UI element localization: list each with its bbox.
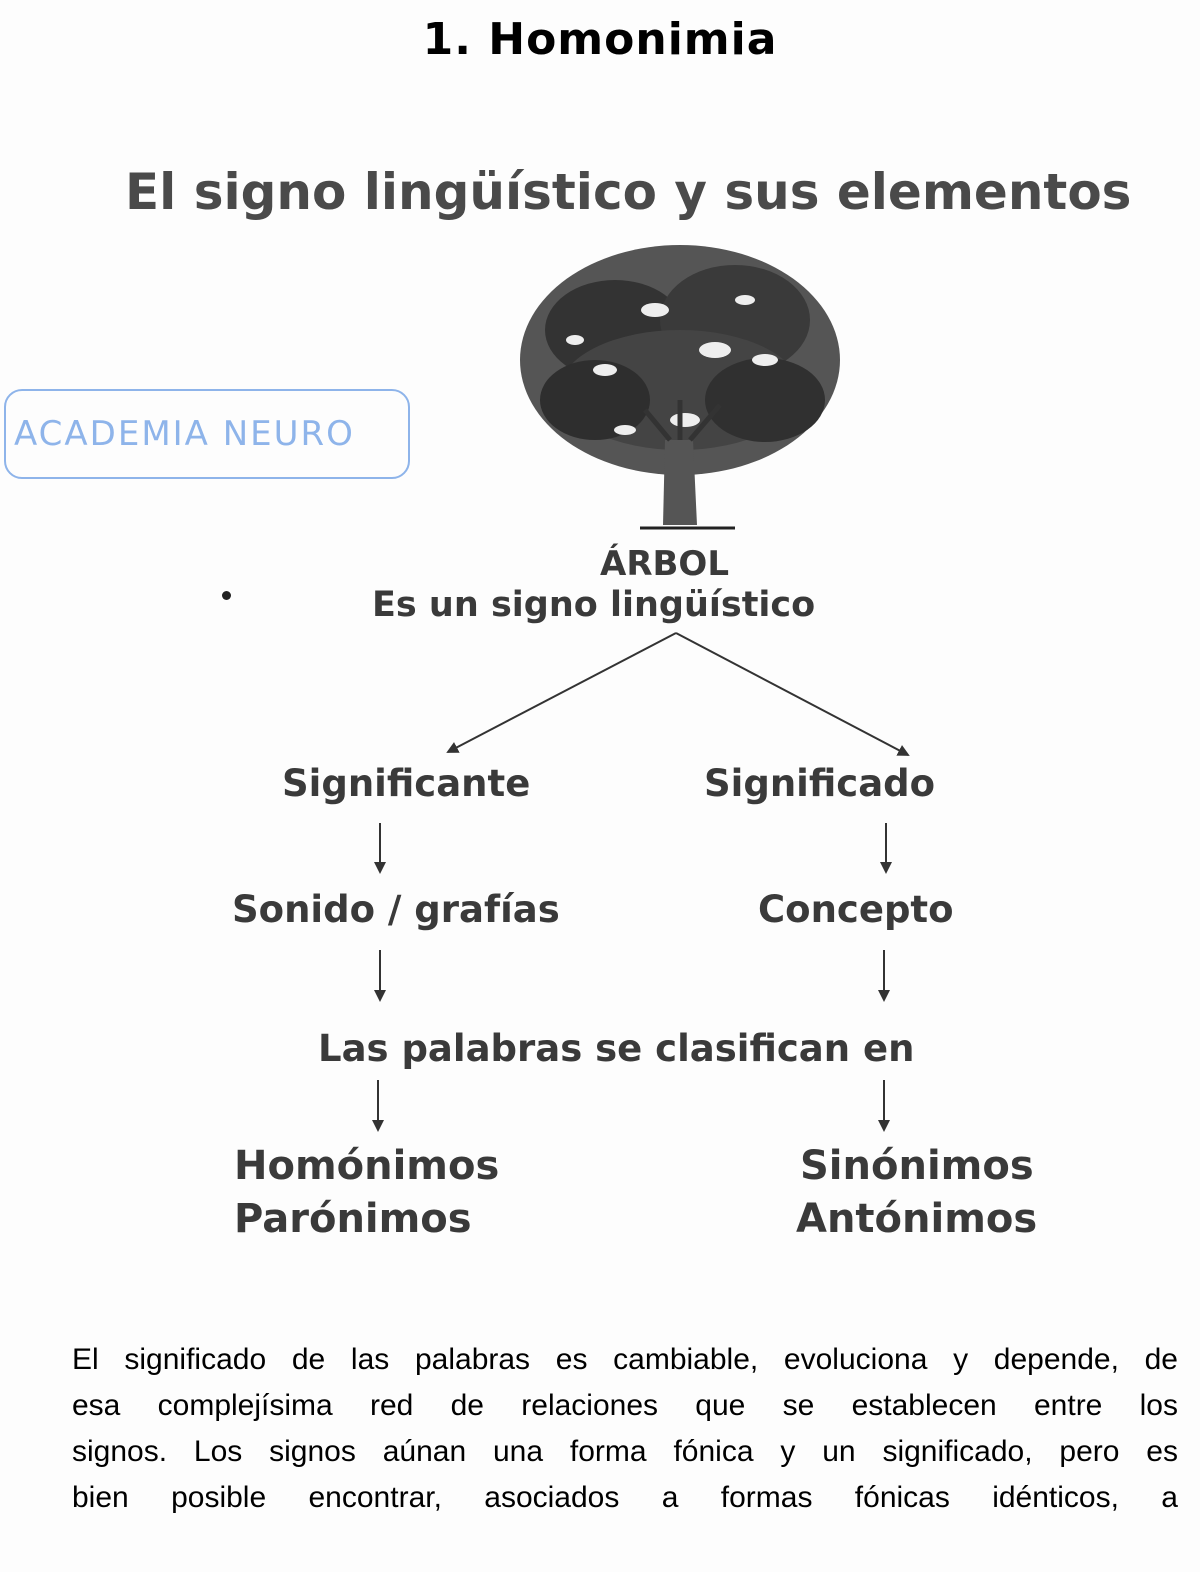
body-line: bien posible encontrar, asociados a form…: [72, 1481, 1178, 1514]
tree-illustration: [520, 245, 840, 530]
watermark-text: ACADEMIA NEURO: [14, 414, 355, 454]
classification-label: Las palabras se clasifican en: [318, 1027, 915, 1070]
right-detail: Concepto: [758, 888, 954, 931]
left-branch: Significante: [282, 762, 531, 805]
arrow-to-significado: [675, 632, 910, 756]
body-line: signos. Los signos aúnan una forma fónic…: [72, 1435, 1178, 1468]
right-branch: Significado: [704, 762, 936, 805]
right-type-sinonimos: Sinónimos: [800, 1143, 1034, 1189]
body-line: El significado de las palabras es cambia…: [72, 1343, 1178, 1376]
page-title: 1. Homonimia: [422, 14, 778, 65]
body-line: esa complejísima red de relaciones que s…: [72, 1389, 1178, 1422]
left-type-homonimos: Homónimos: [234, 1143, 500, 1189]
root-word: ÁRBOL: [600, 544, 729, 584]
root-caption: Es un signo lingüístico: [372, 585, 816, 625]
left-detail: Sonido / grafías: [232, 888, 560, 931]
section-subtitle: El signo lingüístico y sus elementos: [125, 163, 1132, 221]
arrow-to-significante: [446, 632, 677, 753]
stray-dot: [222, 591, 231, 600]
left-type-paronimos: Parónimos: [234, 1196, 472, 1242]
body-paragraph: El significado de las palabras es cambia…: [72, 1337, 1178, 1521]
watermark-logo: ACADEMIA NEURO: [4, 389, 410, 479]
right-type-antonimos: Antónimos: [796, 1196, 1038, 1242]
